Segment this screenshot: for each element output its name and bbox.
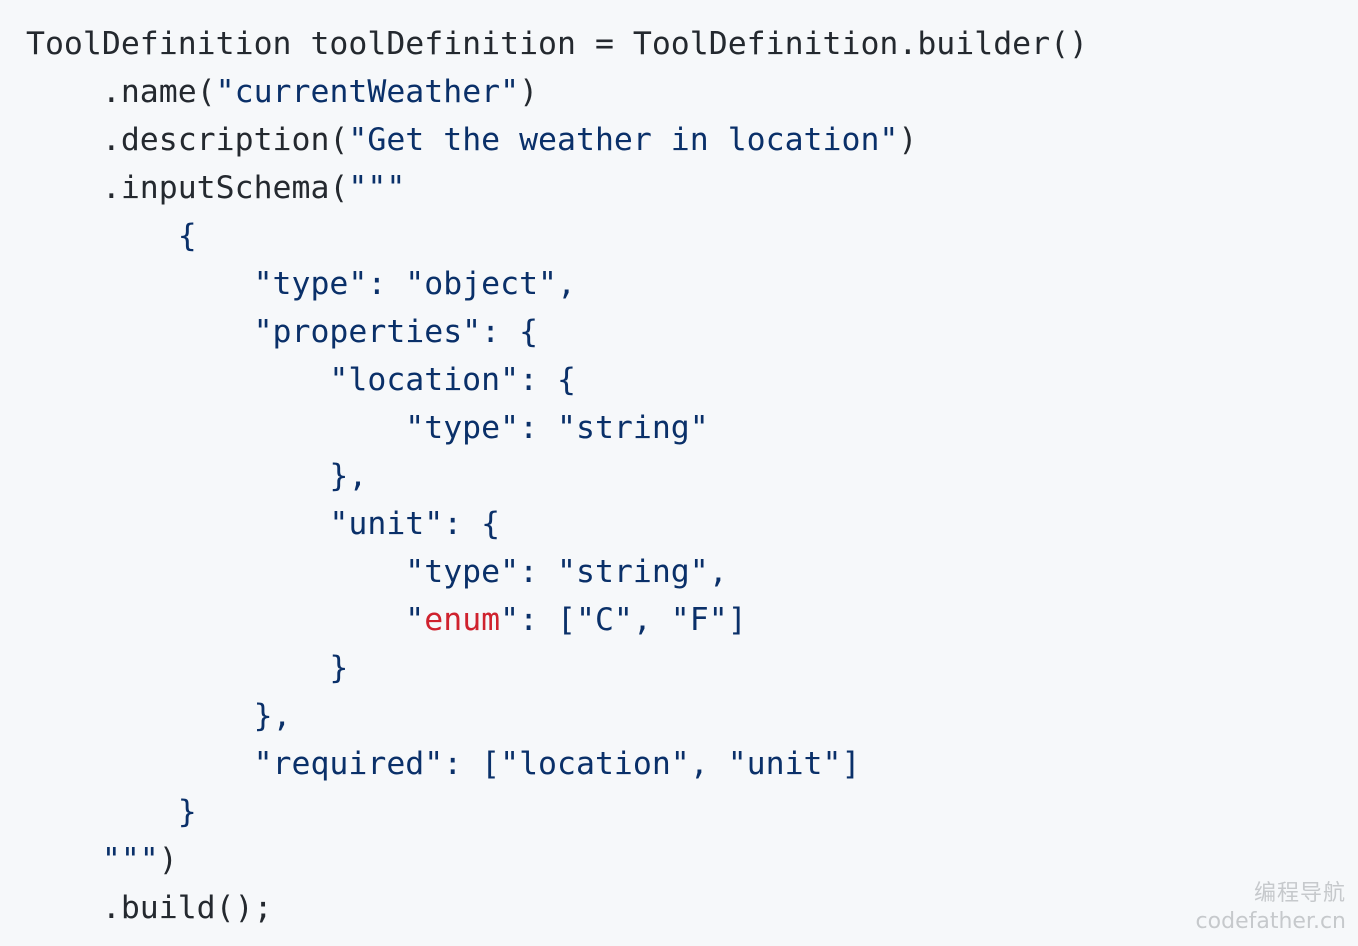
json-enum-quote-close: ": [500, 602, 520, 638]
code-line-18: """): [26, 836, 1088, 884]
code-line-10: },: [26, 452, 1088, 500]
name-close: ): [519, 74, 539, 110]
code-line-17: }: [26, 788, 1088, 836]
code-line-6: "type": "object",: [26, 260, 1088, 308]
json-unit-type-value: : "string",: [519, 554, 728, 590]
json-unit-key: "unit": [26, 506, 444, 542]
watermark: 编程导航 codefather.cn: [1196, 880, 1346, 936]
json-location-type-key: "type": [26, 410, 520, 446]
code-line-16: "required": ["location", "unit"]: [26, 740, 1088, 788]
code-line-7: "properties": {: [26, 308, 1088, 356]
inputschema-close-quotes: """: [26, 842, 159, 878]
code-line-1: ToolDefinition toolDefinition = ToolDefi…: [26, 20, 1088, 68]
json-unit-close: }: [26, 650, 349, 686]
code-line-9: "type": "string": [26, 404, 1088, 452]
description-close: ): [898, 122, 918, 158]
json-required-key: "required": [26, 746, 444, 782]
watermark-title: 编程导航: [1253, 881, 1346, 906]
code-line-12: "type": "string",: [26, 548, 1088, 596]
watermark-domain: codefather.cn: [1195, 909, 1346, 934]
json-location-key: "location": [26, 362, 520, 398]
inputschema-close: ): [158, 842, 178, 878]
json-location-type-value: : "string": [519, 410, 709, 446]
json-unit-type-key: "type": [26, 554, 520, 590]
code-line-3: .description("Get the weather in locatio…: [26, 116, 1088, 164]
code-line-15: },: [26, 692, 1088, 740]
build-call: .build();: [26, 890, 273, 926]
description-argument: "Get the weather in location": [348, 122, 899, 158]
inputschema-open-quotes: """: [348, 170, 406, 206]
json-location-close: },: [26, 458, 368, 494]
code-line-4: .inputSchema(""": [26, 164, 1088, 212]
json-required-values: : ["location", "unit"]: [443, 746, 861, 782]
builder-declaration: ToolDefinition toolDefinition = ToolDefi…: [26, 26, 1089, 62]
json-properties-close: },: [26, 698, 292, 734]
json-unit-open: : {: [443, 506, 501, 542]
json-properties-key: "properties": [26, 314, 482, 350]
name-method: .name(: [26, 74, 216, 110]
json-enum-keyword: enum: [424, 602, 501, 638]
json-properties-open: : {: [481, 314, 539, 350]
code-line-5: {: [26, 212, 1088, 260]
json-close-brace: }: [26, 794, 197, 830]
json-type-key: "type": [26, 266, 368, 302]
code-line-8: "location": {: [26, 356, 1088, 404]
code-line-2: .name("currentWeather"): [26, 68, 1088, 116]
json-location-open: : {: [519, 362, 576, 398]
code-listing: ToolDefinition toolDefinition = ToolDefi…: [26, 20, 1088, 932]
json-open-brace: {: [26, 218, 197, 254]
inputschema-method: .inputSchema(: [26, 170, 349, 206]
code-line-19: .build();: [26, 884, 1088, 932]
json-enum-quote-open: ": [26, 602, 425, 638]
json-type-value: : "object",: [367, 266, 576, 302]
name-argument: "currentWeather": [215, 74, 520, 110]
code-line-11: "unit": {: [26, 500, 1088, 548]
code-line-14: }: [26, 644, 1088, 692]
description-method: .description(: [26, 122, 349, 158]
json-enum-values: : ["C", "F"]: [519, 602, 747, 638]
code-line-13: "enum": ["C", "F"]: [26, 596, 1088, 644]
